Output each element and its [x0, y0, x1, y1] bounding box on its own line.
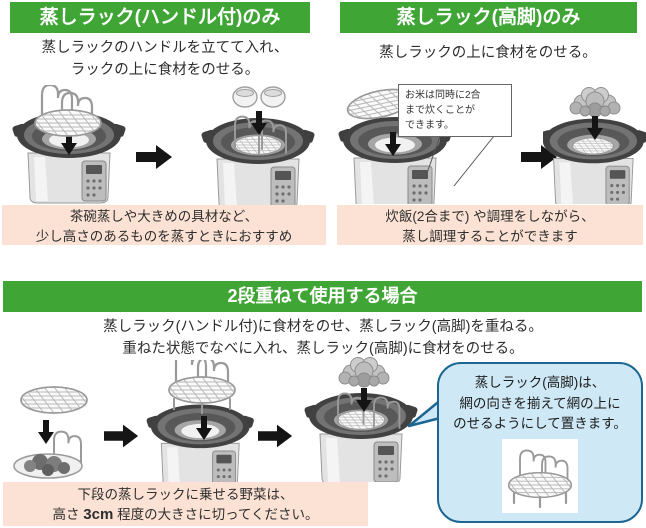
note-handle-line2: 少し高さのあるものを蒸すときにおすすめ: [35, 228, 293, 244]
tip-line1: 蒸しラック(高脚)は、: [474, 375, 606, 390]
steam-rack-handle-with-food-icon: [13, 430, 83, 479]
desc-handle-rack: 蒸しラックのハンドルを立てて入れ、 ラックの上に食材をのせる。: [0, 37, 330, 81]
tip-speech-bubble: 蒸しラック(高脚)は、 網の向きを揃えて網の上に のせるようにして置きます。: [437, 362, 643, 523]
note-tallleg-line2: 蒸し調理することができます: [402, 228, 578, 244]
desc-stacked: 蒸しラック(ハンドル付)に食材をのせ、蒸しラック(高脚)を重ねる。 重ねた状態で…: [0, 316, 646, 360]
arrow-right-icon: [258, 424, 293, 448]
desc-handle-line1: 蒸しラックのハンドルを立てて入れ、: [41, 40, 289, 56]
desc-stacked-line1: 蒸しラック(ハンドル付)に食材をのせ、蒸しラック(高脚)を重ねる。: [103, 319, 543, 335]
steam-rack-tallleg-icon: [14, 387, 94, 413]
note-tallleg-line1: 炊飯(2合まで) や調理をしながら、: [385, 209, 595, 224]
rack-image-box: [502, 438, 578, 513]
rice-callout: お米は同時に2合 まで炊くことが できます。: [398, 84, 512, 137]
desc-tallleg-rack: 蒸しラックの上に食材をのせる。: [330, 42, 646, 64]
note-stacked-line1: 下段の蒸しラックに乗せる野菜は、: [77, 487, 294, 502]
note-handle-line1: 茶碗蒸しや大きめの具材など、: [69, 209, 259, 224]
desc-handle-line2: ラックの上に食材をのせる。: [70, 62, 260, 78]
illustration-insert-stacked-racks: [145, 360, 256, 482]
desc-tallleg-line1: 蒸しラックの上に食材をのせる。: [379, 45, 597, 61]
illustration-insert-handle-rack: [11, 85, 127, 204]
note-tallleg-rack: 炊飯(2合まで) や調理をしながら、 蒸し調理することができます: [337, 205, 643, 245]
arrow-right-icon: [136, 145, 172, 169]
tip-text: 蒸しラック(高脚)は、 網の向きを揃えて網の上に のせるようにして置きます。: [439, 364, 641, 435]
illustration-handle-rack-in-pot: [200, 86, 316, 205]
rice-callout-line3: できます。: [405, 120, 454, 131]
broccoli-icon: [338, 357, 390, 388]
note-handle-rack: 茶碗蒸しや大きめの具材など、 少し高さのあるものを蒸すときにおすすめ: [2, 205, 326, 245]
rice-callout-line2: まで炊くことが: [405, 105, 475, 116]
illustration-stack-racks: [13, 378, 102, 479]
stacked-racks-icon: [162, 360, 242, 414]
rice-callout-line1: お米は同時に2合: [405, 90, 481, 101]
desc-stacked-line2: 重ねた状態でなべに入れ、蒸しラック(高脚)に食材をのせる。: [122, 341, 524, 357]
steam-rack-handle-icon: [28, 85, 108, 136]
arrow-right-icon: [104, 424, 139, 448]
note-stacked: 下段の蒸しラックに乗せる野菜は、 高さ 3cm 程度の大きさに切ってください。: [3, 482, 368, 526]
chawanmushi-cups-icon: [232, 86, 286, 108]
note-stacked-suffix: 程度の大きさに切ってください。: [113, 506, 319, 522]
broccoli-icon: [569, 87, 621, 118]
note-stacked-bold-size: 3cm: [83, 505, 114, 523]
tip-line3: のせるようにして置きます。: [453, 416, 627, 431]
callout-pointer-lines: [425, 135, 495, 187]
tip-line2: 網の向きを揃えて網の上に: [459, 395, 621, 411]
illustration-tallleg-rack-in-pot: [543, 87, 646, 204]
note-stacked-line2: 高さ 3cm 程度の大きさに切ってください。: [3, 505, 368, 525]
section-title-stacked: 2段重ねて使用する場合: [3, 281, 642, 312]
section-title-handle-rack: 蒸しラック(ハンドル付)のみ: [10, 2, 310, 33]
steam-rack-tallleg-icon: [502, 448, 578, 508]
note-stacked-prefix: 高さ: [52, 506, 84, 522]
section-title-tallleg-rack: 蒸しラック(高脚)のみ: [340, 2, 637, 33]
